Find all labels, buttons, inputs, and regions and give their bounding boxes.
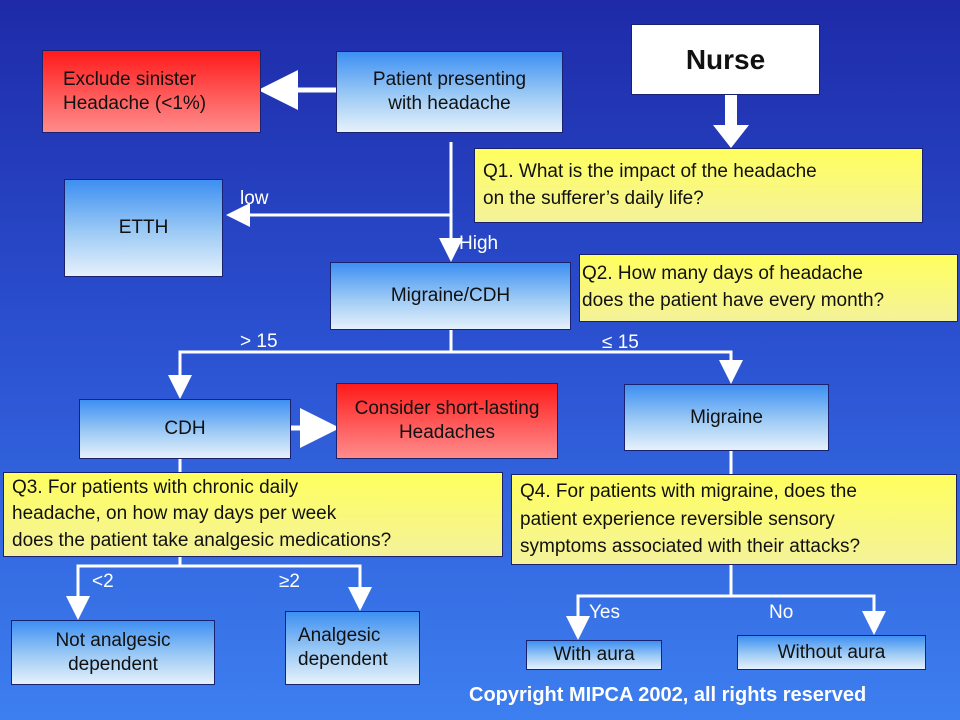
q1-text: Q1. What is the impact of the headache o… [483, 160, 817, 209]
q4-box: Q4. For patients with migraine, does the… [511, 474, 957, 565]
q3-box: Q3. For patients with chronic daily head… [3, 472, 503, 557]
nurse-box: Nurse [631, 24, 820, 95]
exclude-sinister-label: Exclude sinister Headache (<1%) [63, 68, 207, 114]
q3-text: Q3. For patients with chronic daily head… [12, 476, 392, 551]
migraine-label: Migraine [690, 406, 763, 428]
edge-label-gt15: > 15 [240, 331, 278, 352]
edge-label-yes: Yes [589, 602, 620, 623]
not-analgesic-box: Not analgesic dependent [11, 620, 215, 685]
arrow-to-not-analgesic [66, 564, 180, 620]
edge-label-le15: ≤ 15 [602, 332, 639, 353]
short-lasting-box: Consider short-lasting Headaches [336, 383, 558, 459]
arrow-to-cdh [168, 350, 451, 399]
migraine-box: Migraine [624, 384, 829, 451]
edge-label-high: High [459, 233, 499, 254]
q1-box: Q1. What is the impact of the headache o… [474, 148, 923, 223]
migraine-cdh-label: Migraine/CDH [390, 285, 511, 307]
edge-label-low: low [240, 188, 269, 209]
cdh-box: CDH [79, 399, 291, 459]
short-lasting-label: Consider short-lasting Headaches [354, 398, 540, 443]
q4-text: Q4. For patients with migraine, does the… [520, 481, 861, 558]
nurse-arrow-head [713, 125, 749, 148]
arrow-to-with-aura [566, 594, 731, 640]
edge-label-no: No [769, 602, 794, 623]
edge-label-ge2: ≥2 [279, 571, 300, 592]
patient-presenting-box: Patient presenting with headache [336, 51, 563, 133]
nurse-label: Nurse [685, 44, 766, 75]
cdh-label: CDH [164, 418, 206, 440]
arrow-to-analgesic [180, 564, 372, 611]
without-aura-label: Without aura [777, 641, 886, 663]
nurse-arrow-shaft [725, 95, 737, 125]
analgesic-box: Analgesic dependent [285, 611, 420, 685]
patient-presenting-label: Patient presenting with headache [372, 69, 527, 114]
analgesic-label: Analgesic dependent [298, 625, 388, 670]
without-aura-box: Without aura [737, 635, 926, 670]
migraine-cdh-box: Migraine/CDH [330, 262, 571, 330]
copyright-text: Copyright MIPCA 2002, all rights reserve… [469, 684, 867, 706]
exclude-sinister-box: Exclude sinister Headache (<1%) [42, 50, 261, 133]
edge-label-lt2: <2 [92, 571, 114, 592]
arrow-to-without-aura [731, 594, 886, 635]
etth-box: ETTH [64, 179, 223, 277]
etth-label: ETTH [118, 217, 169, 239]
arrow-to-migraine [451, 350, 743, 384]
with-aura-label: With aura [553, 644, 635, 666]
q2-text: Q2. How many days of headache does the p… [582, 263, 885, 311]
with-aura-box: With aura [526, 640, 662, 670]
q2-box: Q2. How many days of headache does the p… [579, 254, 958, 322]
not-analgesic-label: Not analgesic dependent [55, 629, 171, 675]
